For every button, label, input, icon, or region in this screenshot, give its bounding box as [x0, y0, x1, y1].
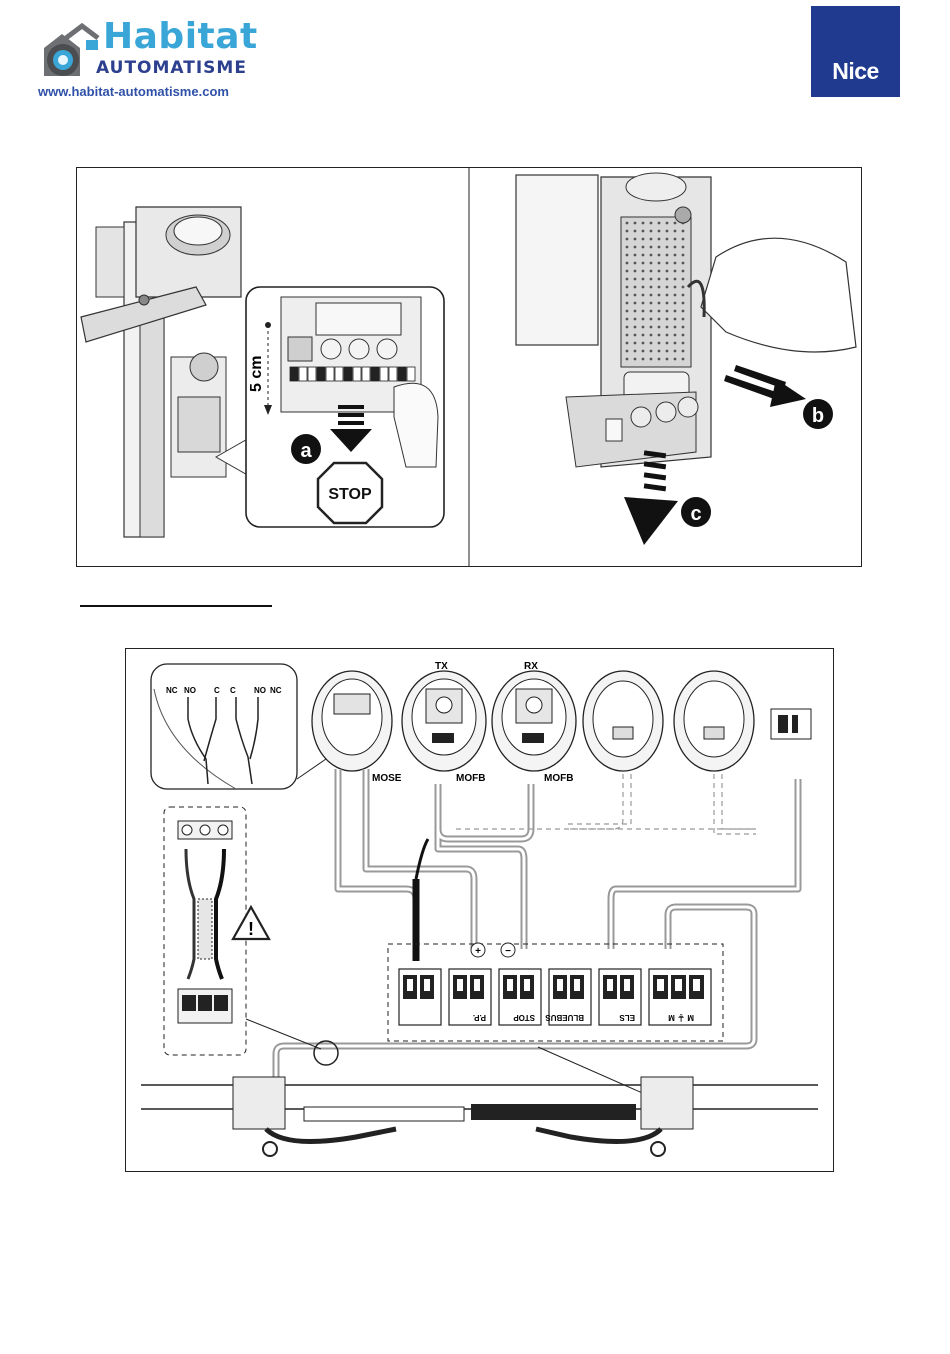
gate-leaves — [141, 1077, 818, 1156]
logo-automatisme-text: AUTOMATISME — [96, 58, 247, 78]
measurement-label: 5 cm — [248, 356, 265, 392]
plus-badge: + — [475, 946, 481, 957]
contact-label: NO — [254, 686, 266, 695]
terminal-block-label: STOP — [513, 1013, 535, 1022]
control-board-callout: 5 cm a STOP — [246, 287, 444, 527]
terminal-block-label: M ⏚ M — [668, 1013, 694, 1022]
step-b-arrow — [724, 365, 806, 407]
step-c-label: c — [690, 503, 701, 525]
contact-label: C — [230, 686, 236, 695]
stop-sign-label: STOP — [328, 486, 372, 503]
receiver-removal-drawing: b c — [516, 173, 856, 545]
svg-text:!: ! — [248, 919, 254, 939]
gate-operator-drawing — [81, 207, 251, 537]
installation-figure: 5 cm a STOP — [76, 167, 862, 567]
installation-illustration: 5 cm a STOP — [76, 167, 862, 567]
logo-habitat-text: Habitat — [103, 16, 258, 57]
tx-label: TX — [435, 661, 448, 672]
wiring-diagram: NC NO C C NO NC MOSE TX MOFB — [125, 648, 834, 1172]
terminal-block-label: BLUEBUS — [545, 1013, 584, 1022]
rx-photocell — [492, 671, 576, 771]
nice-logo-text: Nice — [811, 58, 900, 85]
contact-label: NC — [166, 686, 178, 695]
contact-inset: NC NO C C NO NC — [151, 664, 326, 789]
wiring-diagram-svg: NC NO C C NO NC MOSE TX MOFB — [126, 649, 833, 1171]
terminal-block-label: P.P. — [473, 1013, 486, 1022]
optional-photocell-2 — [674, 671, 754, 771]
section-rule — [80, 605, 272, 607]
mofb-label-tx: MOFB — [456, 773, 485, 784]
tx-photocell — [402, 671, 486, 771]
logo-url-text: www.habitat-automatisme.com — [38, 84, 229, 99]
nice-brand-logo: Nice — [811, 6, 900, 97]
contact-label: NO — [184, 686, 196, 695]
terminal-block-label: ELS — [619, 1013, 635, 1022]
contact-label: NC — [270, 686, 282, 695]
rx-label: RX — [524, 661, 538, 672]
optional-photocell-1 — [583, 671, 663, 771]
mose-sensor — [312, 671, 392, 771]
terminal-block — [399, 969, 441, 1025]
minus-badge: − — [505, 946, 511, 957]
mofb-label-rx: MOFB — [544, 773, 573, 784]
mose-label: MOSE — [372, 773, 402, 784]
key-switch — [771, 709, 811, 739]
step-a-label: a — [300, 440, 312, 462]
contact-label: C — [214, 686, 220, 695]
step-b-label: b — [812, 405, 824, 427]
power-inset: ! — [164, 807, 269, 1055]
